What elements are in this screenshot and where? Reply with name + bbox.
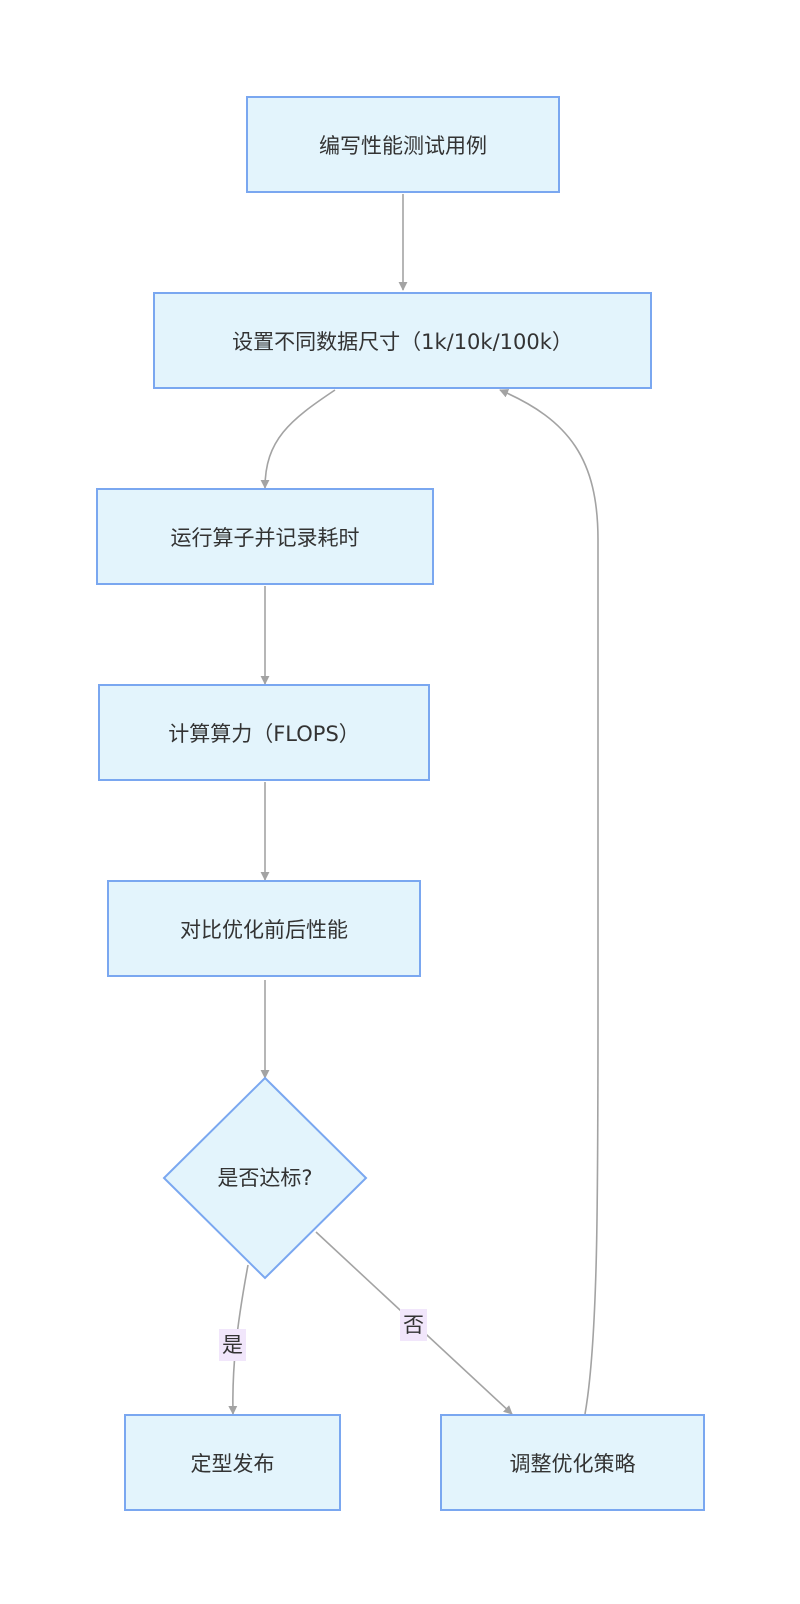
edge-adjust-loop xyxy=(499,389,599,1415)
node-write-tests: 编写性能测试用例 xyxy=(246,96,560,193)
node-adjust: 调整优化策略 xyxy=(440,1414,705,1511)
node-finalize-label: 定型发布 xyxy=(190,1451,275,1476)
node-calc-flops-label: 计算算力（FLOPS） xyxy=(168,721,360,746)
node-run-op-label: 运行算子并记录耗时 xyxy=(170,525,360,550)
node-set-sizes: 设置不同数据尺寸（1k/10k/100k） xyxy=(153,292,652,389)
edge-label-yes: 是 xyxy=(219,1329,246,1361)
node-compare-label: 对比优化前后性能 xyxy=(180,917,348,942)
node-calc-flops: 计算算力（FLOPS） xyxy=(98,684,430,781)
node-adjust-label: 调整优化策略 xyxy=(509,1451,636,1476)
edge-label-no: 否 xyxy=(400,1309,427,1341)
node-compare: 对比优化前后性能 xyxy=(107,880,421,977)
node-write-tests-label: 编写性能测试用例 xyxy=(319,133,487,158)
edge-sizes-to-run xyxy=(260,389,336,489)
node-finalize: 定型发布 xyxy=(124,1414,341,1511)
decision-label: 是否达标? xyxy=(217,1166,313,1190)
node-set-sizes-label: 设置不同数据尺寸（1k/10k/100k） xyxy=(232,329,573,354)
decision-diamond xyxy=(162,1076,368,1280)
node-run-op: 运行算子并记录耗时 xyxy=(96,488,434,585)
